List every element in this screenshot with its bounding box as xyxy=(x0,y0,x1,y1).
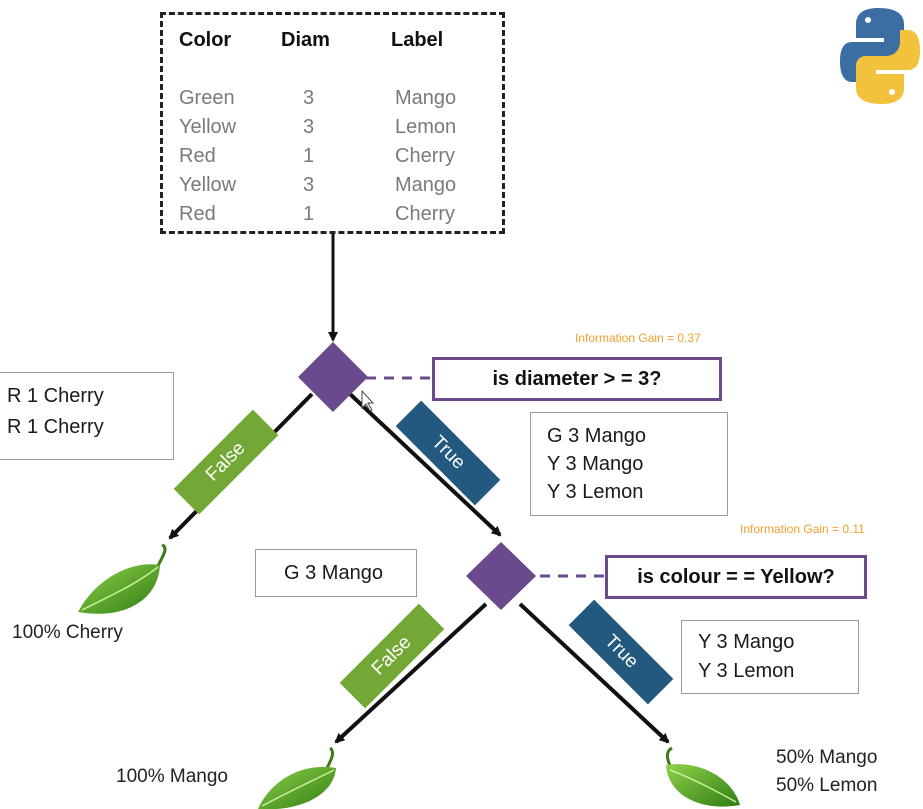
leaf-icon xyxy=(78,543,167,614)
leaf-result-cherry: 100% Cherry xyxy=(12,622,123,643)
leaf-icon xyxy=(258,746,336,809)
python-logo-icon xyxy=(840,8,920,104)
decision-node-2 xyxy=(466,542,536,610)
data-row: G 3 Mango xyxy=(284,562,383,584)
leaf-icon xyxy=(665,746,740,807)
table-cell: Mango xyxy=(395,174,457,196)
dataset-table: Color Diam Label Green 3 Mango Yellow 3 … xyxy=(160,12,505,234)
question-box-colour: is colour = = Yellow? xyxy=(605,555,867,599)
table-cell: Mango xyxy=(395,87,457,109)
table-cell: Cherry xyxy=(395,145,456,167)
question-box-diameter: is diameter > = 3? xyxy=(432,357,722,401)
data-row: R 1 Cherry xyxy=(7,385,104,407)
table-cell: Yellow xyxy=(179,174,237,196)
information-gain-label: Information Gain = 0.11 xyxy=(740,522,865,536)
data-row: Y 3 Lemon xyxy=(547,481,644,503)
connector-node2-false xyxy=(334,602,488,744)
connector-node1-true xyxy=(348,392,502,537)
table-cell: Red xyxy=(179,145,216,167)
mouse-pointer-icon xyxy=(361,389,375,412)
information-gain-label: Information Gain = 0.37 xyxy=(575,331,701,345)
leaf-result-mixed-2: 50% Lemon xyxy=(776,775,878,796)
leaf-result-mango: 100% Mango xyxy=(116,766,228,787)
table-cell: Lemon xyxy=(395,116,457,138)
true-split-box: Y 3 Mango Y 3 Lemon xyxy=(681,620,859,694)
data-row: G 3 Mango xyxy=(547,425,646,447)
column-header-diam: Diam xyxy=(281,29,330,51)
table-cell: 3 xyxy=(303,174,315,196)
true-split-box: G 3 Mango Y 3 Mango Y 3 Lemon xyxy=(530,412,728,516)
data-row: Y 3 Mango xyxy=(698,631,795,653)
column-header-label: Label xyxy=(391,29,444,51)
table-cell: 1 xyxy=(303,145,315,167)
decision-node-1 xyxy=(298,342,368,412)
data-row: Y 3 Mango xyxy=(547,453,644,475)
column-header-color: Color xyxy=(179,29,232,51)
data-row: R 1 Cherry xyxy=(7,416,104,438)
table-cell: 3 xyxy=(303,116,315,138)
table-cell: Red xyxy=(179,203,216,225)
table-cell: Yellow xyxy=(179,116,237,138)
leaf-result-mixed-1: 50% Mango xyxy=(776,747,878,768)
table-cell: 1 xyxy=(303,203,315,225)
connector-node2-true xyxy=(518,602,670,744)
table-cell: Cherry xyxy=(395,203,456,225)
data-row: Y 3 Lemon xyxy=(698,660,795,682)
false-split-box: G 3 Mango xyxy=(255,549,417,597)
false-split-box: R 1 Cherry R 1 Cherry xyxy=(0,372,174,460)
table-cell: 3 xyxy=(303,87,315,109)
table-cell: Green xyxy=(179,87,235,109)
